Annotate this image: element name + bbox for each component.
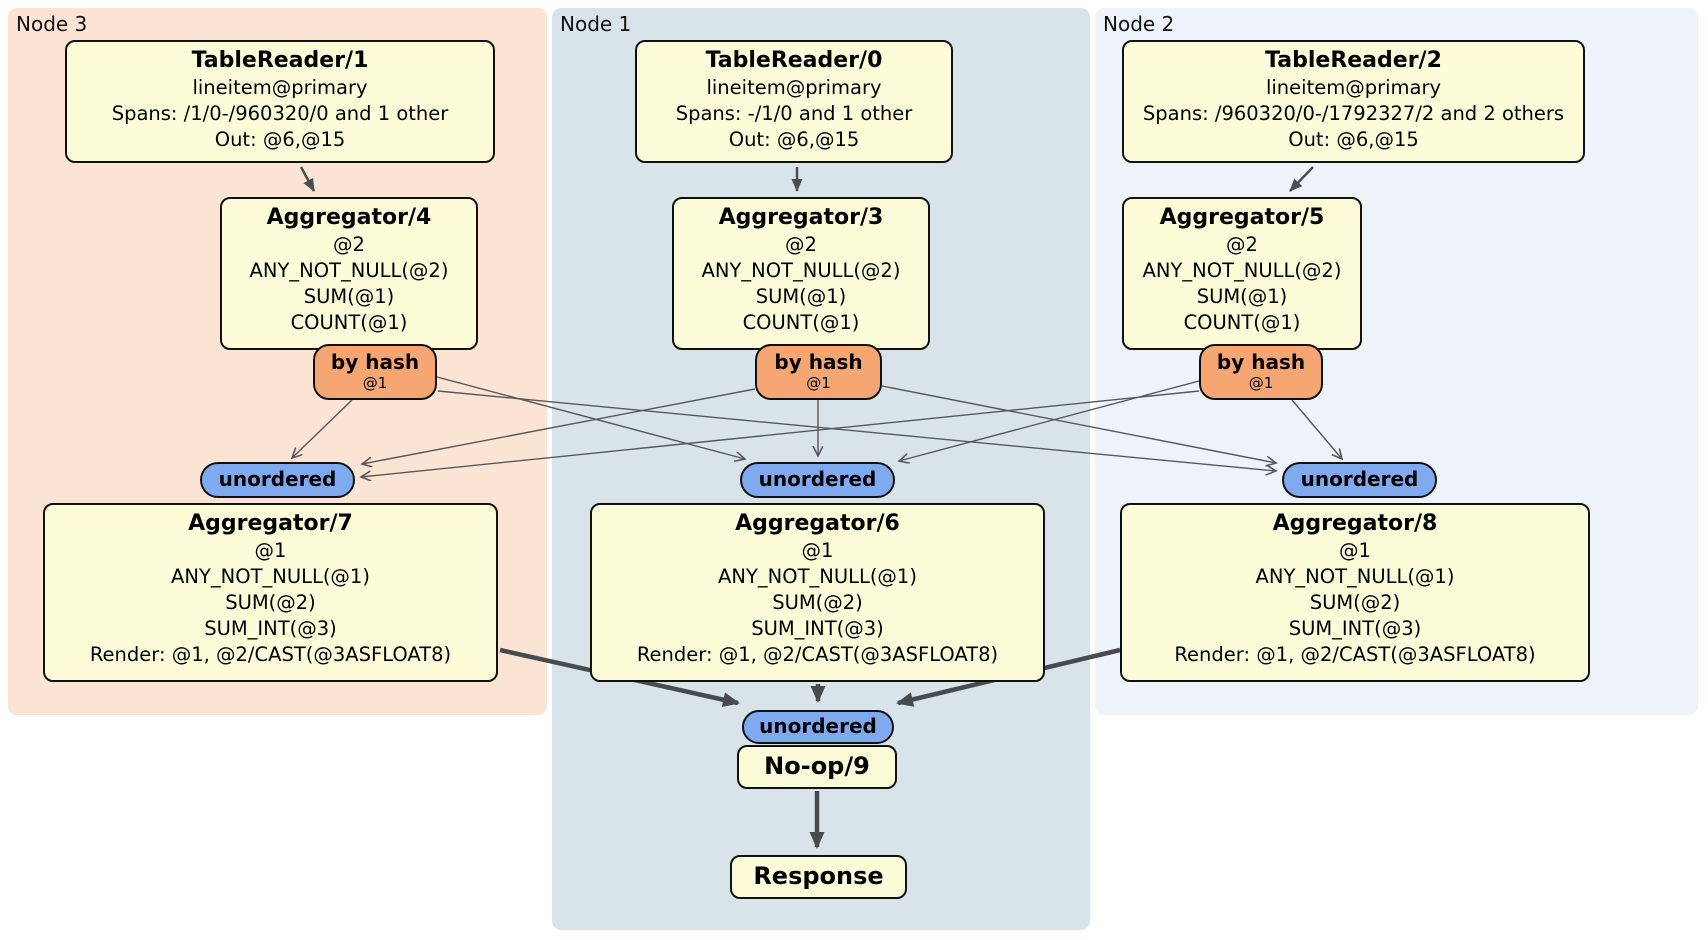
processor-detail: Out: @6,@15 [728, 128, 860, 151]
sync-label: unordered [759, 714, 877, 738]
processor-title: Aggregator/3 [718, 205, 884, 230]
processor-title: TableReader/0 [705, 48, 883, 73]
edge-byhash-node1-to-unordered-node2 [881, 385, 1276, 463]
router-by-hash-node3: by hash @1 [313, 344, 437, 400]
router-label: by hash [330, 350, 420, 374]
processor-detail: ANY_NOT_NULL(@2) [1142, 259, 1342, 282]
processor-detail: SUM(@1) [303, 285, 395, 308]
edge-byhash-node1-to-unordered-node3 [362, 388, 756, 464]
sync-label: unordered [758, 467, 877, 491]
processor-response: Response [730, 855, 907, 899]
processor-tablereader-1: TableReader/1 lineitem@primary Spans: /1… [65, 40, 495, 163]
processor-detail: SUM(@1) [755, 285, 847, 308]
processor-detail: COUNT(@1) [1183, 311, 1301, 334]
sync-unordered-node2: unordered [1282, 462, 1437, 498]
processor-detail: Render: @1, @2/CAST(@3ASFLOAT8) [636, 643, 999, 666]
processor-title: No-op/9 [764, 752, 870, 780]
processor-detail: SUM_INT(@3) [751, 617, 884, 640]
processor-title: Aggregator/6 [735, 511, 900, 536]
processor-detail: lineitem@primary [706, 76, 882, 99]
processor-detail: ANY_NOT_NULL(@2) [249, 259, 449, 282]
processor-detail: ANY_NOT_NULL(@1) [1255, 565, 1455, 588]
router-by-hash-node2: by hash @1 [1199, 344, 1323, 400]
sync-label: unordered [1300, 467, 1419, 491]
router-detail: @1 [362, 374, 388, 392]
processor-detail: SUM(@1) [1196, 285, 1288, 308]
processor-title: Aggregator/4 [266, 205, 432, 230]
edge-byhash-node2-to-unordered-node3 [361, 390, 1200, 477]
processor-detail: lineitem@primary [192, 76, 368, 99]
processor-detail: @2 [333, 233, 365, 256]
processor-detail: ANY_NOT_NULL(@2) [701, 259, 901, 282]
processor-detail: Render: @1, @2/CAST(@3ASFLOAT8) [1174, 643, 1536, 666]
processor-aggregator-6: Aggregator/6 @1 ANY_NOT_NULL(@1) SUM(@2)… [590, 503, 1045, 682]
processor-detail: @2 [1226, 233, 1258, 256]
processor-noop-9: No-op/9 [737, 745, 897, 789]
edge-tablereader1-to-aggregator4 [299, 166, 316, 192]
router-detail: @1 [806, 374, 831, 392]
processor-aggregator-5: Aggregator/5 @2 ANY_NOT_NULL(@2) SUM(@1)… [1122, 197, 1362, 350]
processor-detail: COUNT(@1) [742, 311, 860, 334]
processor-detail: Spans: -/1/0 and 1 other [675, 102, 913, 125]
processor-detail: @1 [254, 539, 287, 562]
processor-tablereader-2: TableReader/2 lineitem@primary Spans: /9… [1122, 40, 1585, 163]
edge-byhash-node3-to-unordered-node1 [436, 376, 745, 459]
processor-aggregator-4: Aggregator/4 @2 ANY_NOT_NULL(@2) SUM(@1)… [220, 197, 478, 350]
processor-detail: ANY_NOT_NULL(@1) [171, 565, 370, 588]
node-group-3-label: Node 3 [16, 12, 88, 36]
edge-tablereader2-to-aggregator5 [1289, 166, 1314, 192]
processor-detail: SUM_INT(@3) [204, 617, 337, 640]
processor-detail: @1 [801, 539, 834, 562]
processor-detail: @2 [785, 233, 817, 256]
processor-aggregator-3: Aggregator/3 @2 ANY_NOT_NULL(@2) SUM(@1)… [672, 197, 930, 350]
processor-detail: Spans: /1/0-/960320/0 and 1 other [111, 102, 449, 125]
processor-tablereader-0: TableReader/0 lineitem@primary Spans: -/… [635, 40, 953, 163]
processor-title: TableReader/1 [191, 48, 369, 73]
processor-detail: Out: @6,@15 [214, 128, 346, 151]
processor-detail: SUM(@2) [1309, 591, 1401, 614]
edge-byhash-node3-to-unordered-node2 [437, 390, 1276, 471]
processor-detail: COUNT(@1) [290, 311, 408, 334]
edge-byhash-node2-to-unordered-node1 [899, 380, 1200, 461]
router-label: by hash [1216, 350, 1306, 374]
router-by-hash-node1: by hash @1 [755, 344, 882, 400]
router-detail: @1 [1248, 374, 1274, 392]
processor-detail: @1 [1339, 539, 1371, 562]
sync-unordered-final: unordered [742, 710, 894, 744]
node-group-2-label: Node 2 [1103, 12, 1175, 36]
sync-unordered-node3: unordered [200, 462, 355, 498]
processor-detail: Out: @6,@15 [1288, 128, 1419, 151]
router-label: by hash [774, 350, 863, 374]
processor-title: Aggregator/8 [1272, 511, 1438, 536]
processor-detail: SUM(@2) [772, 591, 863, 614]
processor-title: TableReader/2 [1265, 48, 1442, 73]
sync-unordered-node1: unordered [740, 462, 895, 498]
processor-aggregator-8: Aggregator/8 @1 ANY_NOT_NULL(@1) SUM(@2)… [1120, 503, 1590, 682]
processor-title: Aggregator/5 [1159, 205, 1325, 230]
node-group-1-label: Node 1 [560, 12, 632, 36]
processor-aggregator-7: Aggregator/7 @1 ANY_NOT_NULL(@1) SUM(@2)… [43, 503, 498, 682]
processor-title: Aggregator/7 [188, 511, 353, 536]
edge-byhash-node2-to-unordered-node2 [1291, 399, 1342, 459]
edge-byhash-node3-to-unordered-node3 [292, 399, 353, 458]
processor-detail: lineitem@primary [1265, 76, 1442, 99]
processor-detail: SUM_INT(@3) [1288, 617, 1422, 640]
processor-title: Response [753, 862, 884, 890]
processor-detail: Spans: /960320/0-/1792327/2 and 2 others [1142, 102, 1565, 125]
processor-detail: SUM(@2) [225, 591, 316, 614]
processor-detail: ANY_NOT_NULL(@1) [718, 565, 917, 588]
processor-detail: Render: @1, @2/CAST(@3ASFLOAT8) [89, 643, 452, 666]
sync-label: unordered [218, 467, 337, 491]
